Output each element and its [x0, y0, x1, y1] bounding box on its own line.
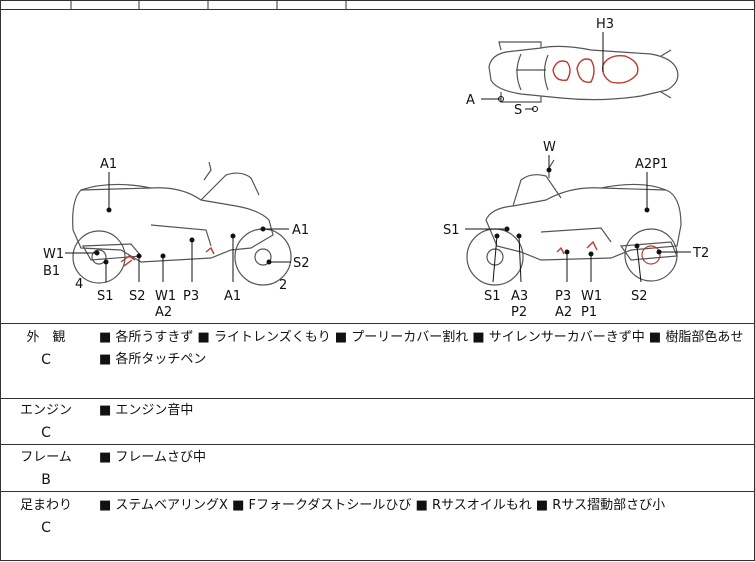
condition-row-frame: フレーム B ■ フレームさび中 [1, 445, 755, 492]
label-right-bottom-p1: P1 [581, 305, 597, 320]
label-left-w1: W1 [43, 247, 64, 262]
top-table-strip [1, 1, 755, 10]
label-left-bottom-p3: P3 [183, 289, 199, 304]
condition-diagram: H3 A S A1 A1 S2 W1 B1 4 2 S1 S2 W1 A2 P3… [1, 10, 755, 324]
category-grade: B [41, 472, 51, 488]
left-side-scooter [72, 161, 292, 286]
category-cell: 足まわり C [1, 495, 91, 539]
scooter-diagram: H3 A S A1 A1 S2 W1 B1 4 2 S1 S2 W1 A2 P3… [43, 17, 709, 320]
label-left-bottom-s1: S1 [97, 289, 114, 304]
category-cell: エンジン C [1, 400, 91, 444]
label-left-b1: B1 [43, 264, 60, 279]
label-right-t2: T2 [692, 246, 709, 261]
category-cell: フレーム B [1, 447, 91, 491]
right-side-scooter [466, 159, 682, 286]
label-left-a1-right: A1 [292, 223, 309, 238]
condition-text: ■ ステムベアリングX ■ Fフォークダストシールひび ■ Rサスオイルもれ ■… [99, 498, 666, 513]
label-left-4: 4 [75, 277, 83, 292]
condition-row-engine: エンジン C ■ エンジン音中 [1, 399, 755, 445]
condition-text: ■ フレームさび中 [99, 450, 207, 465]
label-right-bottom-p3: P3 [555, 289, 571, 304]
right-side-damage-marks [556, 240, 598, 255]
top-view-damage-marks [552, 55, 639, 84]
category-grade: C [41, 425, 51, 441]
label-left-bottom-w1: W1 [155, 289, 176, 304]
label-left-a1-top: A1 [100, 157, 117, 172]
label-right-bottom-s1: S1 [484, 289, 501, 304]
category-name: エンジン [19, 403, 72, 418]
label-left-2: 2 [279, 278, 287, 293]
category-name: 足まわり [19, 498, 72, 513]
condition-text: ■ エンジン音中 [99, 403, 194, 418]
label-left-bottom-s2: S2 [129, 289, 146, 304]
condition-row-exterior: 外 観 C ■ 各所うすきず ■ ライトレンズくもり ■ プーリーカバー割れ ■… [1, 323, 755, 399]
label-right-bottom-s2: S2 [631, 289, 648, 304]
label-right-bottom-p2: P2 [511, 305, 527, 320]
label-right-w: W [543, 140, 556, 155]
category-name: フレーム [20, 450, 72, 465]
left-side-damage-marks [120, 246, 215, 267]
label-right-a2p1: A2P1 [635, 157, 668, 172]
label-top-s: S [514, 103, 522, 118]
category-grade: C [41, 352, 51, 368]
top-view-scooter [488, 41, 679, 103]
label-right-bottom-a3: A3 [511, 289, 528, 304]
label-h3: H3 [596, 17, 614, 32]
label-left-bottom-a1: A1 [224, 289, 241, 304]
label-left-bottom-a2: A2 [155, 305, 172, 320]
label-left-s2-right: S2 [293, 256, 310, 271]
label-right-bottom-a2: A2 [555, 305, 572, 320]
label-right-bottom-w1: W1 [581, 289, 602, 304]
category-grade: C [41, 520, 51, 536]
category-name: 外 観 [26, 330, 66, 345]
label-right-s1-left: S1 [443, 223, 460, 238]
category-cell: 外 観 C [1, 327, 91, 371]
condition-text: ■ 各所うすきず ■ ライトレンズくもり ■ プーリーカバー割れ ■ サイレンサ… [99, 330, 744, 367]
label-top-a: A [466, 93, 475, 108]
condition-row-suspension: 足まわり C ■ ステムベアリングX ■ Fフォークダストシールひび ■ Rサス… [1, 492, 755, 562]
